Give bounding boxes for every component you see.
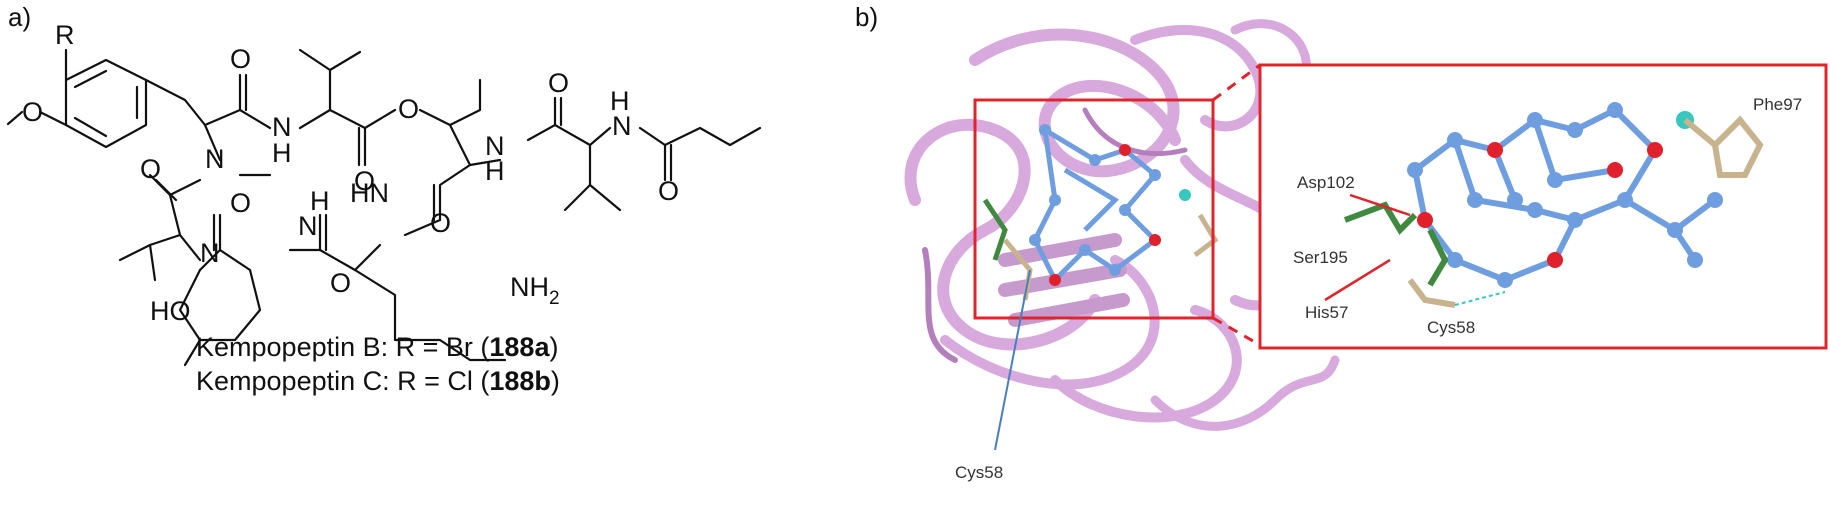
structure-panel: a) R O O N H O O N O N H O H N O HN O H … (0, 0, 850, 514)
panel-a-label: a) (8, 2, 31, 32)
carbonyl-oxygen-bottom: O (330, 268, 351, 298)
ester-oxygen: O (398, 94, 419, 124)
methoxy-oxygen: O (22, 97, 43, 127)
amide-hydrogen-2: H (485, 156, 505, 186)
panel-b-label: b) (855, 2, 878, 32)
n-methyl-nitrogen: N (205, 144, 225, 174)
amide-hydrogen-3: H (610, 86, 630, 116)
ring-carbonyl-oxygen: O (430, 208, 451, 238)
hydroxyl-label: HO (150, 296, 191, 326)
amide-nitrogen-3: N (612, 111, 632, 141)
highlight-box (973, 98, 1215, 320)
callout-dash (1212, 63, 1261, 347)
piperidinone-nitrogen: N (200, 238, 220, 268)
amide-nitrogen-bottom: N (298, 211, 318, 241)
his57-pointer (1324, 258, 1391, 302)
cys58-pointer (994, 269, 1031, 451)
ligand-zoom (1343, 102, 1764, 308)
caption-line-1: Kempopeptin B: R = Br (188a) (196, 332, 558, 362)
carbonyl-oxygen-1: O (230, 44, 251, 74)
amine-label: NH2 (510, 272, 560, 309)
cys58-zoom-label: Cys58 (1427, 318, 1475, 337)
ring-hn: HN (350, 178, 389, 208)
carbonyl-oxygen-2: O (354, 166, 375, 196)
carbonyl-oxygen-left: O (140, 154, 161, 184)
caption-line-2: Kempopeptin C: R = Cl (188b) (196, 366, 560, 396)
carbonyl-oxygen-3: O (548, 68, 569, 98)
amide-nitrogen-1: N (272, 112, 292, 142)
asp102-pointer (1349, 193, 1411, 217)
ser195-label: Ser195 (1293, 248, 1348, 267)
amide-hydrogen-bottom: H (310, 186, 330, 216)
asp102-label: Asp102 (1297, 173, 1355, 192)
cys58-overview-label: Cys58 (955, 463, 1003, 482)
docking-panel: b) Cys58 (855, 0, 1831, 514)
butyryl-oxygen: O (658, 176, 679, 206)
amide-nitrogen-2: N (485, 131, 505, 161)
amide-hydrogen-1: H (272, 138, 292, 168)
r-group-label: R (55, 20, 75, 50)
his57-label: His57 (1305, 303, 1348, 322)
phe97-label: Phe97 (1753, 95, 1802, 114)
piperidinone-oxygen: O (230, 188, 251, 218)
zoom-box (1258, 63, 1828, 350)
